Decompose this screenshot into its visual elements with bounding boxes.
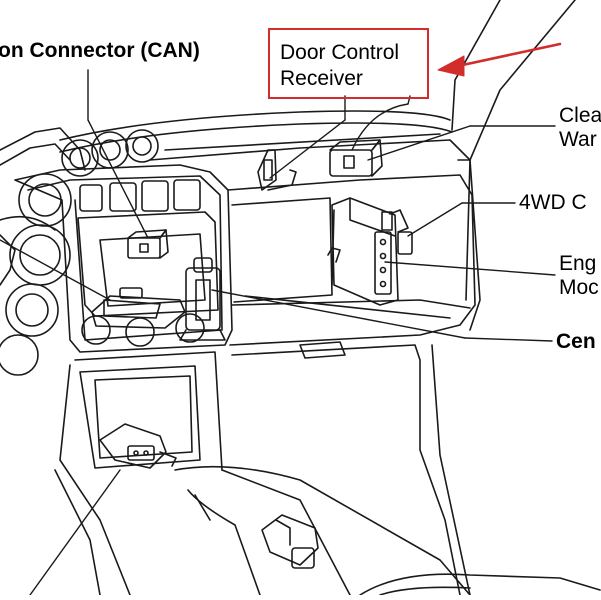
- leader-lines: [0, 69, 556, 596]
- label-clearance-line2: War: [559, 128, 597, 151]
- 4wd-control-component: [381, 209, 413, 255]
- relay-block: [91, 287, 186, 329]
- highlight-box: [268, 28, 429, 99]
- lower-console: [54, 351, 351, 596]
- dashboard-body: [227, 0, 576, 596]
- label-can-connector: on Connector (CAN): [0, 39, 200, 62]
- label-door-control-receiver: Door Control Receiver: [280, 40, 399, 92]
- label-clearance-warning: Clea War: [559, 104, 601, 152]
- label-door-control-line2: Receiver: [280, 67, 363, 90]
- label-4wd-control: 4WD C: [519, 191, 587, 214]
- can-connector-component: [127, 229, 169, 259]
- label-engine-line1: Eng: [559, 252, 597, 275]
- instrument-cluster: [0, 127, 159, 376]
- red-arrow: [437, 42, 562, 77]
- floor-connector-component: [261, 514, 319, 569]
- label-engine-module: Eng Moc: [559, 252, 599, 300]
- center-connector-module: [179, 257, 226, 341]
- label-clearance-line1: Clea: [559, 104, 601, 127]
- engine-control-module: [327, 197, 399, 306]
- label-door-control-line1: Door Control: [280, 41, 400, 64]
- floor-console: [174, 465, 601, 596]
- lower-sensor-component: [99, 423, 177, 469]
- door-control-receiver-component: [257, 139, 383, 191]
- label-center-connector: Cen: [556, 330, 596, 353]
- label-engine-line2: Moc: [559, 276, 599, 299]
